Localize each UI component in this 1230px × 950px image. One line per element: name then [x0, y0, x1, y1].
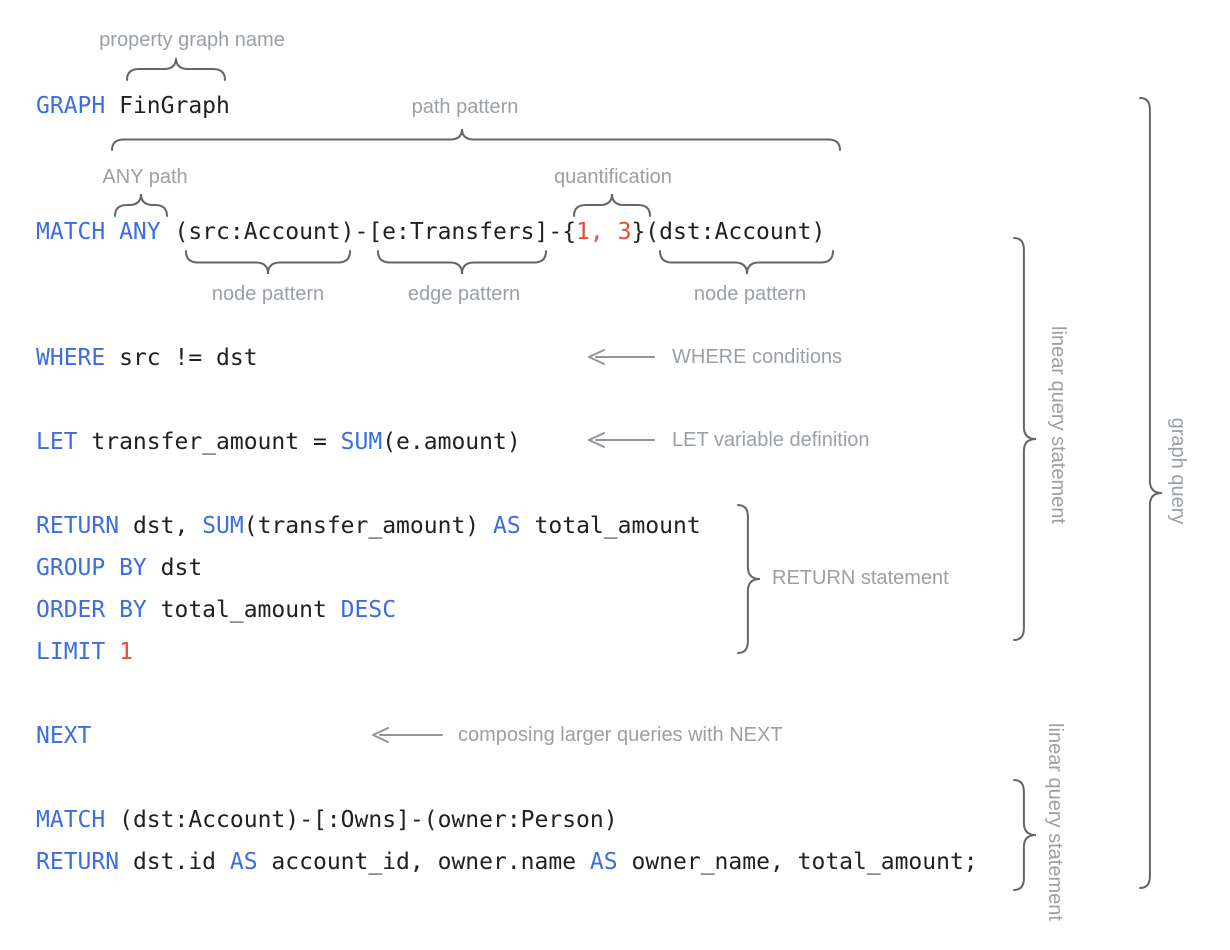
code-segment: LET — [36, 429, 78, 455]
code-line-6: GROUP BY dst — [36, 547, 202, 589]
code-segment: total_amount — [520, 513, 701, 539]
brace-property-graph-name — [126, 57, 226, 81]
label-linear-query-statement-2: linear query statement — [1044, 723, 1066, 921]
code-segment: owner_name, total_amount; — [617, 849, 978, 875]
code-segment: (dst:Account)-[:Owns]-(owner:Person) — [105, 807, 618, 833]
code-segment: dst.id — [119, 849, 230, 875]
code-segment: account_id, owner.name — [257, 849, 590, 875]
label-linear-query-statement-1: linear query statement — [1047, 326, 1069, 524]
code-segment: FinGraph — [105, 93, 230, 119]
code-segment: dst, — [119, 513, 203, 539]
brace-edge-pattern — [377, 250, 547, 275]
code-segment: (transfer_amount) — [243, 513, 493, 539]
code-segment: SUM — [340, 429, 383, 455]
code-segment: DESC — [340, 597, 397, 623]
label-where-conditions: WHERE conditions — [672, 346, 843, 368]
code-line-5: RETURN dst, SUM(transfer_amount) AS tota… — [36, 505, 701, 547]
brace-path-pattern — [111, 128, 841, 151]
brace-any-path — [114, 193, 168, 217]
code-segment: ORDER BY — [36, 597, 147, 623]
code-segment: src != dst — [105, 345, 258, 371]
code-segment: MATCH ANY — [36, 219, 161, 245]
code-segment: MATCH — [36, 807, 106, 833]
label-let-variable-definition: LET variable definition — [672, 429, 870, 451]
brace-linear-query-1 — [1013, 237, 1037, 641]
code-segment: GROUP BY — [36, 555, 147, 581]
code-line-11: RETURN dst.id AS account_id, owner.name … — [36, 841, 978, 883]
code-segment: AS — [492, 513, 521, 539]
code-segment: total_amount — [146, 597, 341, 623]
code-line-2: MATCH ANY (src:Account)-[e:Transfers]-{1… — [36, 211, 825, 253]
code-segment: (src:Account)-[e:Transfers]-{ — [160, 219, 577, 245]
code-segment: 1 — [119, 639, 133, 665]
code-line-10: MATCH (dst:Account)-[:Owns]-(owner:Perso… — [36, 799, 618, 841]
label-composing-next: composing larger queries with NEXT — [458, 724, 783, 746]
arrow-where-conditions — [588, 349, 655, 365]
code-segment: 1, 3 — [576, 219, 632, 245]
code-line-7: ORDER BY total_amount DESC — [36, 589, 396, 631]
label-edge-pattern: edge pattern — [407, 283, 521, 305]
code-line-1: GRAPH FinGraph — [36, 85, 230, 127]
code-line-3: WHERE src != dst — [36, 337, 258, 379]
code-line-9: NEXT — [36, 715, 91, 757]
code-segment — [105, 639, 119, 665]
code-segment: NEXT — [36, 723, 92, 749]
code-segment: (e.amount) — [382, 429, 521, 455]
brace-node-pattern-2 — [659, 250, 834, 275]
code-segment: dst — [146, 555, 203, 581]
brace-return-statement — [737, 504, 761, 654]
label-return-statement: RETURN statement — [772, 567, 949, 589]
label-quantification: quantification — [554, 166, 672, 188]
code-line-4: LET transfer_amount = SUM(e.amount) — [36, 421, 521, 463]
label-graph-query: graph query — [1167, 417, 1189, 525]
label-node-pattern-2: node pattern — [693, 283, 807, 305]
arrow-let-variable — [588, 432, 655, 448]
brace-quantification — [573, 193, 651, 217]
brace-graph-query — [1139, 97, 1163, 889]
brace-node-pattern-1 — [185, 250, 351, 275]
code-segment: RETURN — [36, 849, 120, 875]
code-segment: }(dst:Account) — [631, 219, 826, 245]
code-line-8: LIMIT 1 — [36, 631, 133, 673]
code-segment: transfer_amount = — [77, 429, 341, 455]
code-segment: AS — [589, 849, 618, 875]
code-segment: LIMIT — [36, 639, 106, 665]
label-property-graph-name: property graph name — [99, 29, 285, 51]
label-node-pattern-1: node pattern — [211, 283, 325, 305]
code-segment: WHERE — [36, 345, 106, 371]
label-any-path: ANY path — [102, 166, 188, 188]
code-segment: RETURN — [36, 513, 120, 539]
code-segment: AS — [229, 849, 258, 875]
label-path-pattern: path pattern — [411, 96, 519, 118]
brace-linear-query-2 — [1013, 779, 1037, 891]
code-segment: GRAPH — [36, 93, 106, 119]
arrow-composing-next — [372, 727, 443, 743]
code-segment: SUM — [202, 513, 244, 539]
